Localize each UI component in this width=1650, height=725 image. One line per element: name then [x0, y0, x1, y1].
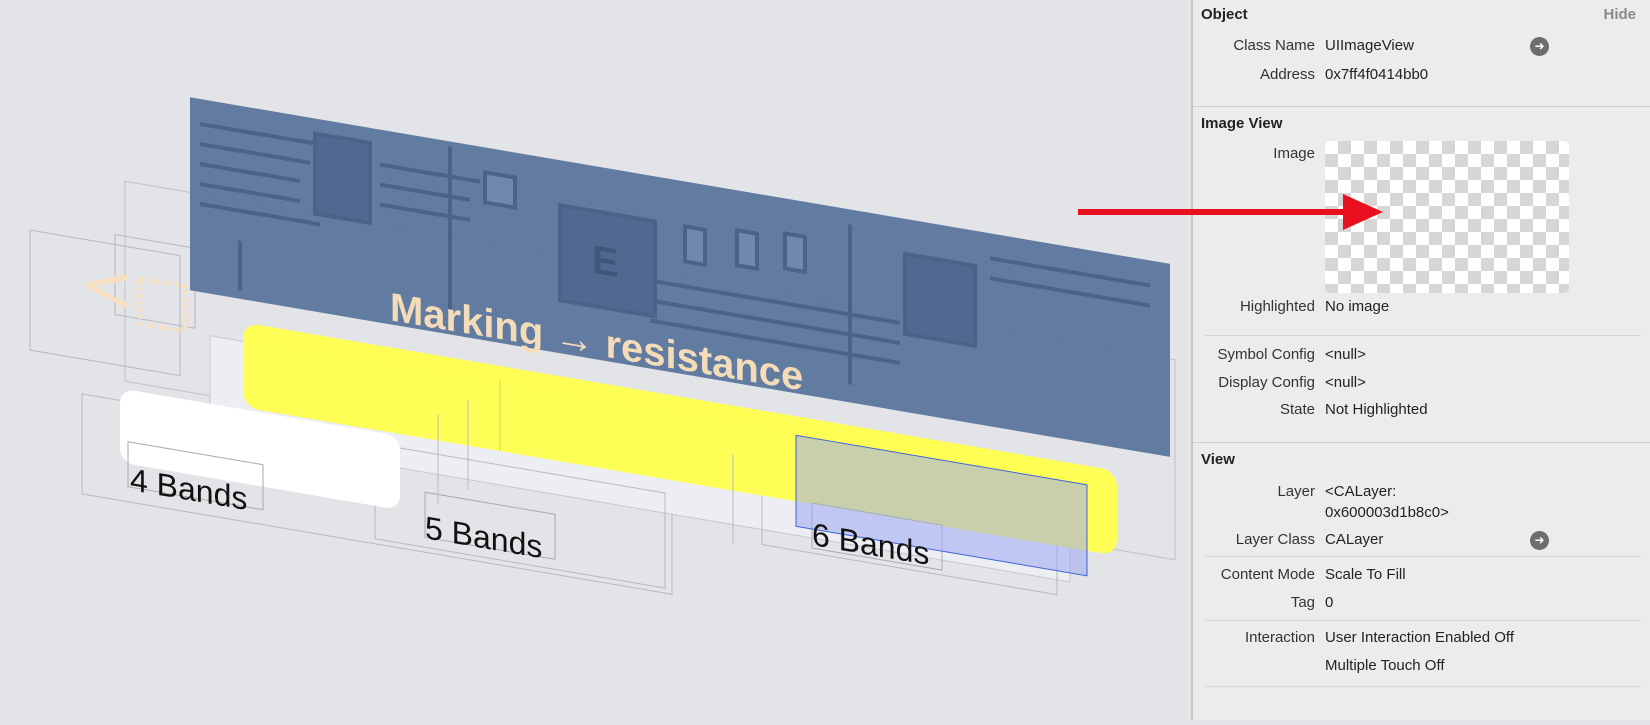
view-debugger-canvas[interactable]: E Marking → resistance < 4 Bands 5 Bands… — [0, 0, 1190, 720]
layer-row: Layer <CALayer: — [1277, 483, 1397, 500]
divider — [1205, 335, 1641, 336]
class-name-row: Class Name UIImageView ➜ — [1193, 37, 1650, 61]
inspector-panel: Object Hide Class Name UIImageView ➜ Add… — [1191, 0, 1650, 720]
exploded-view-hierarchy: E Marking → resistance < 4 Bands 5 Bands… — [29, 97, 1176, 596]
divider — [1193, 106, 1650, 107]
object-section-title: Object — [1201, 6, 1248, 23]
content-mode-row: Content Mode Scale To Fill — [1220, 566, 1406, 583]
image-view-section-title: Image View — [1201, 115, 1283, 132]
state-row: State Not Highlighted — [1279, 401, 1428, 418]
image-row: Image — [1273, 145, 1315, 162]
divider — [1193, 442, 1650, 443]
wireframe-layer — [127, 441, 264, 511]
multiple-touch-row: Multiple Touch Off — [1325, 657, 1445, 674]
display-config-row: Display Config <null> — [1218, 374, 1366, 391]
highlighted-row: Highlighted No image — [1239, 298, 1390, 315]
navigate-arrow-icon[interactable]: ➜ — [1530, 531, 1549, 550]
address-row: Address 0x7ff4f0414bb0 — [1259, 66, 1429, 83]
interaction-row: Interaction User Interaction Enabled Off — [1244, 629, 1514, 646]
chip-letter: E — [592, 237, 619, 286]
divider — [1205, 620, 1641, 621]
segment-4-bands-selected[interactable] — [120, 388, 400, 510]
back-chevron-icon[interactable]: < — [80, 245, 134, 329]
selected-view-outline[interactable] — [795, 434, 1088, 577]
layer-class-row: Layer Class CALayer ➜ — [1193, 531, 1650, 555]
symbol-config-row: Symbol Config <null> — [1217, 346, 1366, 363]
layer-row-continued: 0x600003d1b8c0> — [1325, 504, 1449, 521]
view-section-title: View — [1201, 451, 1235, 468]
board-image-view[interactable] — [190, 97, 1170, 457]
chip-logo-icon — [138, 276, 187, 334]
navigate-arrow-icon[interactable]: ➜ — [1530, 37, 1549, 56]
circuit-pattern — [200, 122, 1150, 385]
tag-row: Tag 0 — [1290, 594, 1334, 611]
divider — [1205, 686, 1641, 687]
wireframe-layer — [424, 491, 556, 560]
hide-button[interactable]: Hide — [1603, 6, 1636, 23]
wireframe-layer[interactable] — [29, 229, 181, 377]
divider — [1205, 556, 1641, 557]
